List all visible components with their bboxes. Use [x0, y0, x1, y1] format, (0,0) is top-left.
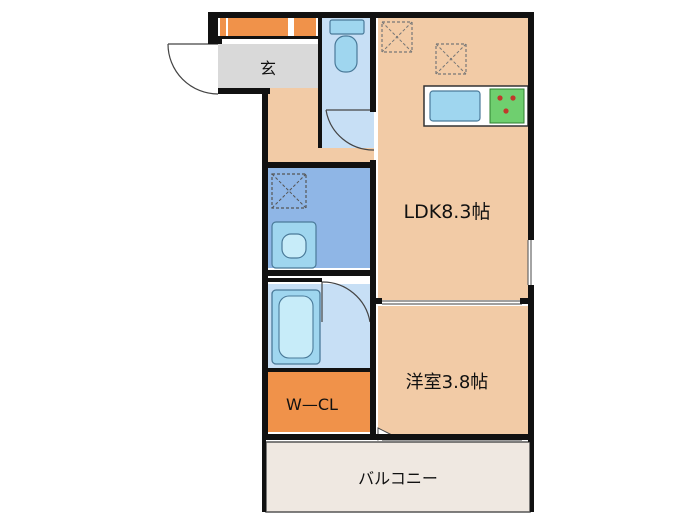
closet-label: W—CL — [286, 395, 338, 414]
ldk-label: LDK8.3帖 — [404, 201, 491, 223]
fridge-space-icon — [435, 43, 467, 75]
toilet-door-icon — [325, 109, 375, 151]
bathtub-icon — [271, 289, 321, 365]
toilet-icon — [329, 19, 365, 73]
kitchen-counter-icon — [423, 85, 529, 127]
bathroom-door-icon — [321, 281, 371, 323]
entrance-floor — [218, 44, 318, 88]
walls — [208, 12, 534, 512]
balcony-label: バルコニー — [358, 469, 438, 488]
shoe-cabinet — [220, 18, 316, 36]
balcony-floor — [265, 441, 531, 513]
western-room-label: 洋室3.8帖 — [406, 372, 489, 393]
entrance-label: 玄 — [260, 59, 276, 78]
vent-icon — [381, 21, 413, 53]
western-room-floor — [378, 306, 528, 434]
washing-machine-space-icon — [271, 173, 307, 209]
wash-basin-icon — [271, 221, 317, 269]
front-door-icon — [167, 43, 219, 95]
closet-floor — [268, 372, 370, 432]
ldk-floor — [378, 16, 528, 300]
